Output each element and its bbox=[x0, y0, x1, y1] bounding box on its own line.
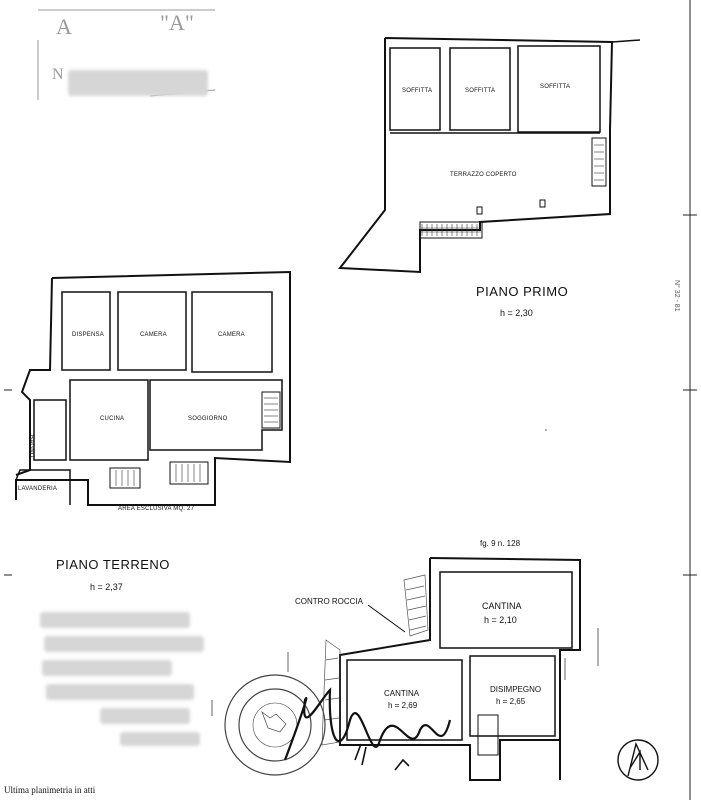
piano-terreno-height: h = 2,37 bbox=[90, 582, 123, 592]
room-soffitta-3: SOFFITTA bbox=[540, 84, 571, 90]
redaction bbox=[40, 612, 190, 628]
redaction bbox=[100, 708, 190, 724]
room-terrazzo-coperto: TERRAZZO COPERTO bbox=[450, 172, 517, 178]
stamp-letter: "A" bbox=[160, 10, 194, 35]
room-camera-1: CAMERA bbox=[140, 332, 167, 338]
piano-primo-plan bbox=[338, 37, 641, 274]
stamp-prefix-top: A bbox=[56, 14, 72, 39]
room-soffitta-1: SOFFITTA bbox=[402, 88, 433, 94]
piano-primo-title: PIANO PRIMO bbox=[476, 284, 569, 299]
disimpegno-height: h = 2,65 bbox=[496, 697, 526, 706]
redaction bbox=[44, 636, 204, 652]
room-camera-2: CAMERA bbox=[218, 332, 245, 338]
room-soffitta-2: SOFFITTA bbox=[465, 88, 496, 94]
stamp-prefix-bottom: N bbox=[52, 66, 64, 83]
room-lavanderia: LAVANDERIA bbox=[18, 486, 58, 492]
contro-roccia-label: CONTRO ROCCIA bbox=[295, 597, 363, 606]
header-stamp-area: A "A" N bbox=[30, 6, 218, 106]
room-cucina: CUCINA bbox=[100, 416, 125, 422]
cantine-plan bbox=[339, 557, 581, 781]
redaction bbox=[42, 660, 172, 676]
cantine-ref: fg. 9 n. 128 bbox=[480, 539, 521, 548]
room-dispensa: DISPENSA bbox=[72, 332, 104, 338]
redaction bbox=[120, 732, 200, 746]
disimpegno-label: DISIMPEGNO bbox=[490, 685, 542, 694]
redaction bbox=[46, 684, 194, 700]
area-esclusiva: AREA ESCLUSIVA MQ. 27 bbox=[118, 506, 195, 512]
round-stamp bbox=[224, 674, 326, 776]
piano-primo-height: h = 2,30 bbox=[500, 308, 533, 318]
cantina-2-label: CANTINA bbox=[384, 689, 420, 698]
cantina-1-height: h = 2,10 bbox=[484, 615, 517, 625]
redaction bbox=[68, 70, 208, 96]
margin-note: N° 32 - 81 bbox=[673, 280, 680, 312]
piano-terreno-plan bbox=[15, 270, 291, 506]
north-arrow-icon bbox=[617, 739, 659, 781]
cantina-2-height: h = 2,69 bbox=[388, 701, 418, 710]
room-bagno: BAGNO bbox=[28, 435, 34, 458]
piano-terreno-title: PIANO TERRENO bbox=[56, 557, 170, 572]
cantina-1-label: CANTINA bbox=[482, 601, 522, 611]
room-soggiorno: SOGGIORNO bbox=[188, 416, 228, 422]
signature bbox=[283, 687, 452, 761]
footer-note: Ultima planimetria in atti bbox=[4, 785, 96, 795]
